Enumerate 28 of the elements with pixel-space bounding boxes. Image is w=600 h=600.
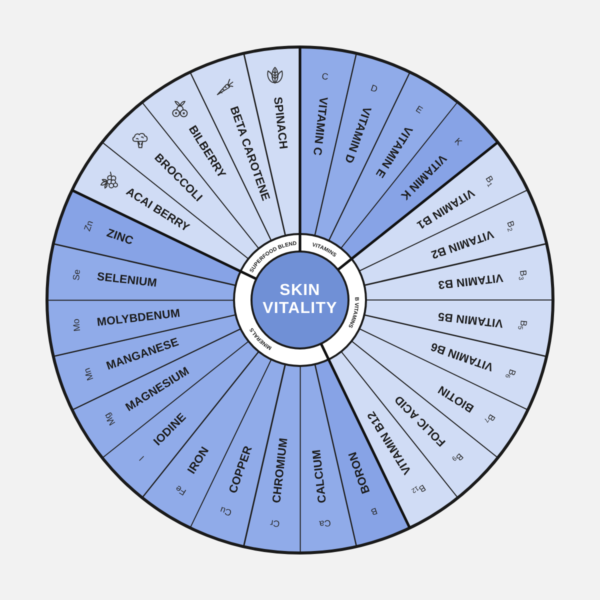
nutrient-label: CHROMIUM bbox=[270, 437, 292, 504]
nutrient-label: VITAMIN C bbox=[309, 96, 330, 157]
nutrient-label: VITAMIN B3 bbox=[437, 270, 504, 292]
nutrient-label: MOLYBDENUM bbox=[96, 306, 182, 330]
nutrient-symbol: Fe bbox=[173, 482, 188, 498]
nutrient-symbol: K bbox=[452, 136, 464, 148]
nutrient-symbol: C bbox=[321, 72, 329, 84]
wheel-segment bbox=[189, 358, 286, 548]
nutrient-symbol: D bbox=[369, 82, 379, 95]
nutrient-symbol: I bbox=[136, 454, 146, 464]
nutrient-label: VITAMIN B5 bbox=[437, 308, 504, 330]
nutrient-symbol: Mn bbox=[81, 366, 96, 382]
nutrient-label: ZINC bbox=[105, 226, 136, 248]
center-title: SKIN VITALITY bbox=[262, 282, 338, 318]
nutrient-symbol: Cu bbox=[218, 504, 234, 518]
wheel-segment bbox=[46, 242, 237, 301]
nutrient-symbol: Mo bbox=[71, 318, 84, 332]
nutrient-symbol: Mg bbox=[102, 410, 118, 428]
nutrient-symbol: B bbox=[369, 505, 379, 518]
nutrient-symbol: Zn bbox=[82, 219, 96, 233]
nutrient-label: SELENIUM bbox=[96, 270, 158, 291]
nutrient-symbol: Ca bbox=[318, 516, 332, 529]
nutrient-symbol: Se bbox=[71, 268, 84, 281]
nutrient-symbol: E bbox=[414, 104, 425, 117]
nutrient-symbol: Cr bbox=[270, 516, 280, 529]
wheel-segment bbox=[314, 52, 411, 242]
nutrient-label: SPINACH bbox=[270, 96, 290, 150]
nutrient-label: CALCIUM bbox=[310, 448, 330, 504]
